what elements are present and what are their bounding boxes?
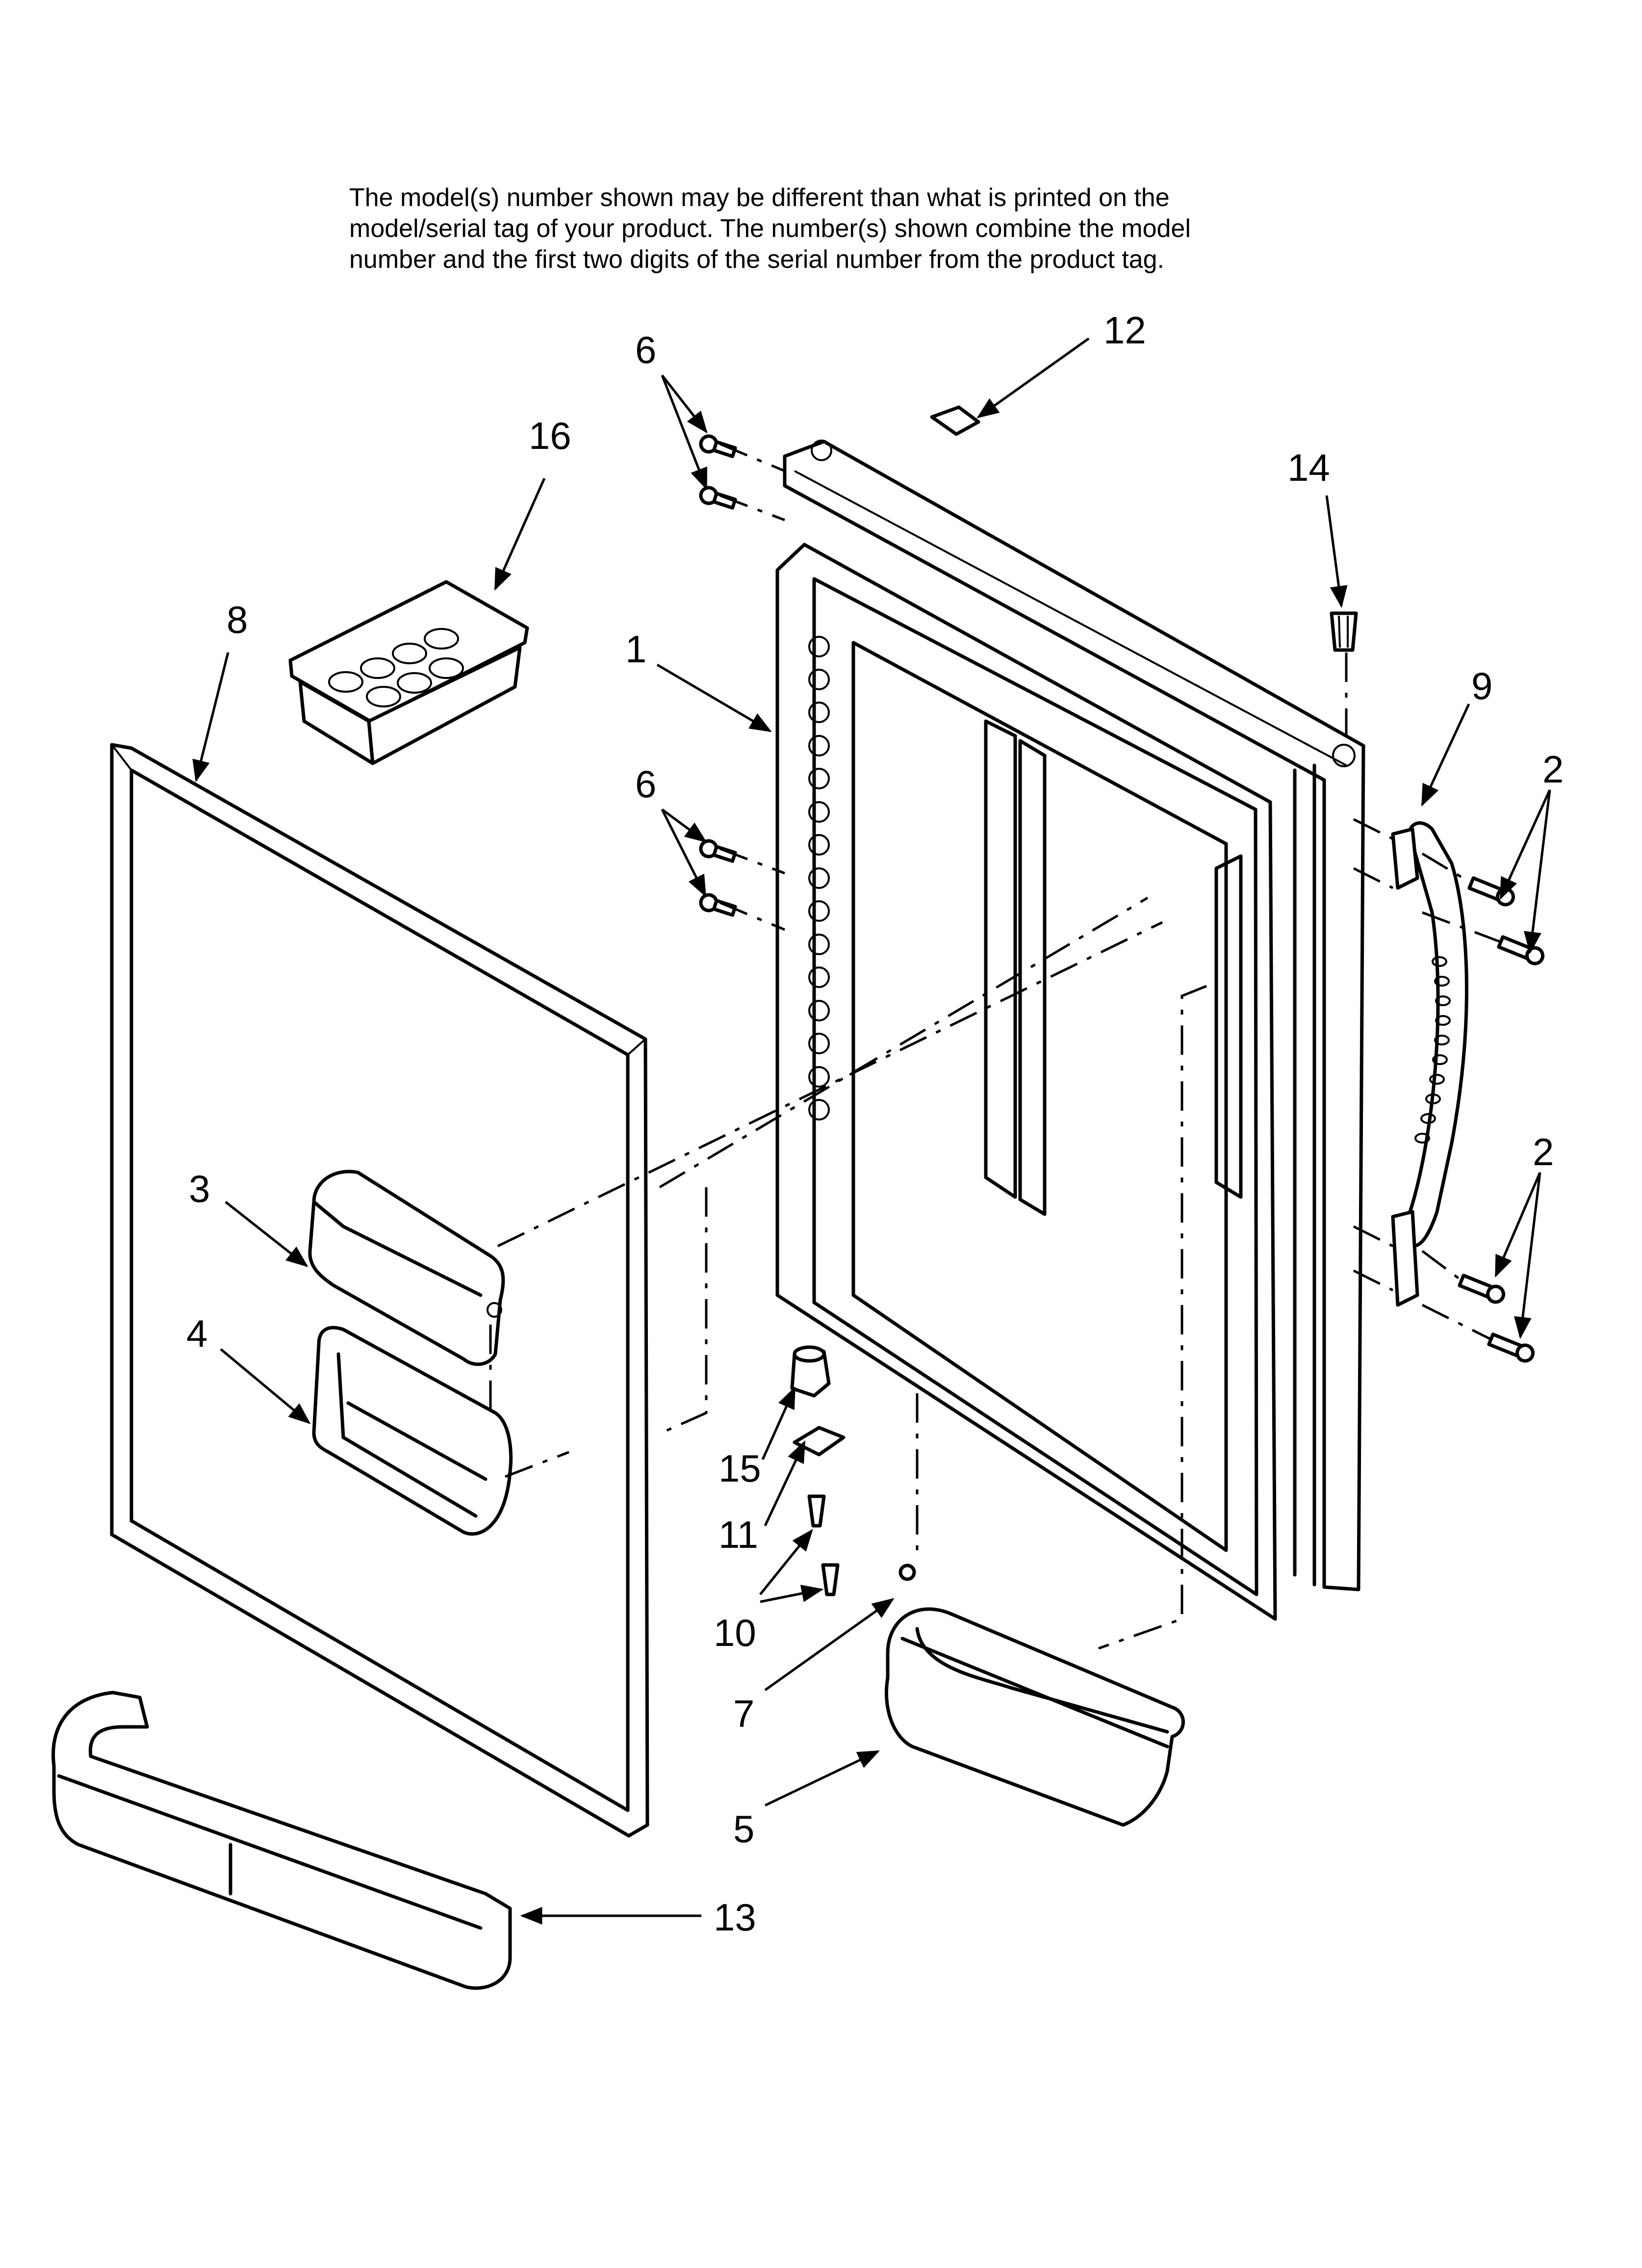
part-door-bin bbox=[884, 1607, 1185, 1827]
callout-8: 8 bbox=[227, 598, 248, 641]
part-door-liner bbox=[775, 543, 1277, 1621]
callout-labels: 6 12 16 14 8 1 9 2 6 2 3 4 15 11 10 7 5 … bbox=[186, 309, 1564, 1939]
part-handle-screws bbox=[1458, 876, 1545, 1363]
note-line-3: number and the first two digits of the s… bbox=[349, 245, 1164, 274]
callout-12: 12 bbox=[1103, 309, 1146, 352]
part-hinge-screws bbox=[699, 434, 737, 917]
part-dispenser-housing bbox=[308, 1170, 505, 1366]
part-door-handle bbox=[1391, 821, 1468, 1307]
callout-3: 3 bbox=[189, 1167, 210, 1210]
handle-grip-texture bbox=[1414, 956, 1451, 1144]
callout-13: 13 bbox=[714, 1896, 756, 1939]
note-line-1: The model(s) number shown may be differe… bbox=[349, 183, 1170, 212]
shelf-clip-row bbox=[808, 636, 830, 1121]
part-hinge-plug bbox=[1330, 611, 1358, 652]
callout-15: 15 bbox=[718, 1447, 761, 1490]
callout-14: 14 bbox=[1287, 446, 1330, 489]
callout-2-upper: 2 bbox=[1542, 748, 1564, 791]
part-door-frame bbox=[783, 440, 1365, 1591]
callout-6-top: 6 bbox=[635, 328, 656, 371]
part-drip-tray bbox=[312, 1326, 513, 1536]
callout-9: 9 bbox=[1471, 664, 1492, 707]
model-number-note: The model(s) number shown may be differe… bbox=[349, 183, 1191, 274]
part-hinge-cover bbox=[930, 405, 980, 436]
part-door-shelf-bar bbox=[51, 1691, 512, 1990]
alignment-lines bbox=[489, 443, 1501, 1650]
callout-11: 11 bbox=[718, 1513, 758, 1556]
callout-5: 5 bbox=[733, 1807, 754, 1851]
callout-2-lower: 2 bbox=[1533, 1130, 1554, 1173]
part-ice-cube-bin bbox=[288, 580, 529, 765]
callout-6-middle: 6 bbox=[635, 762, 656, 806]
callout-leaders bbox=[192, 337, 1551, 1925]
callout-10: 10 bbox=[714, 1611, 756, 1654]
note-line-2: model/serial tag of your product. The nu… bbox=[349, 214, 1191, 243]
part-lower-hinge-hardware bbox=[790, 1345, 916, 1596]
callout-7: 7 bbox=[733, 1692, 754, 1735]
callout-1: 1 bbox=[625, 627, 646, 671]
callout-16: 16 bbox=[529, 414, 571, 457]
callout-4: 4 bbox=[186, 1312, 207, 1355]
